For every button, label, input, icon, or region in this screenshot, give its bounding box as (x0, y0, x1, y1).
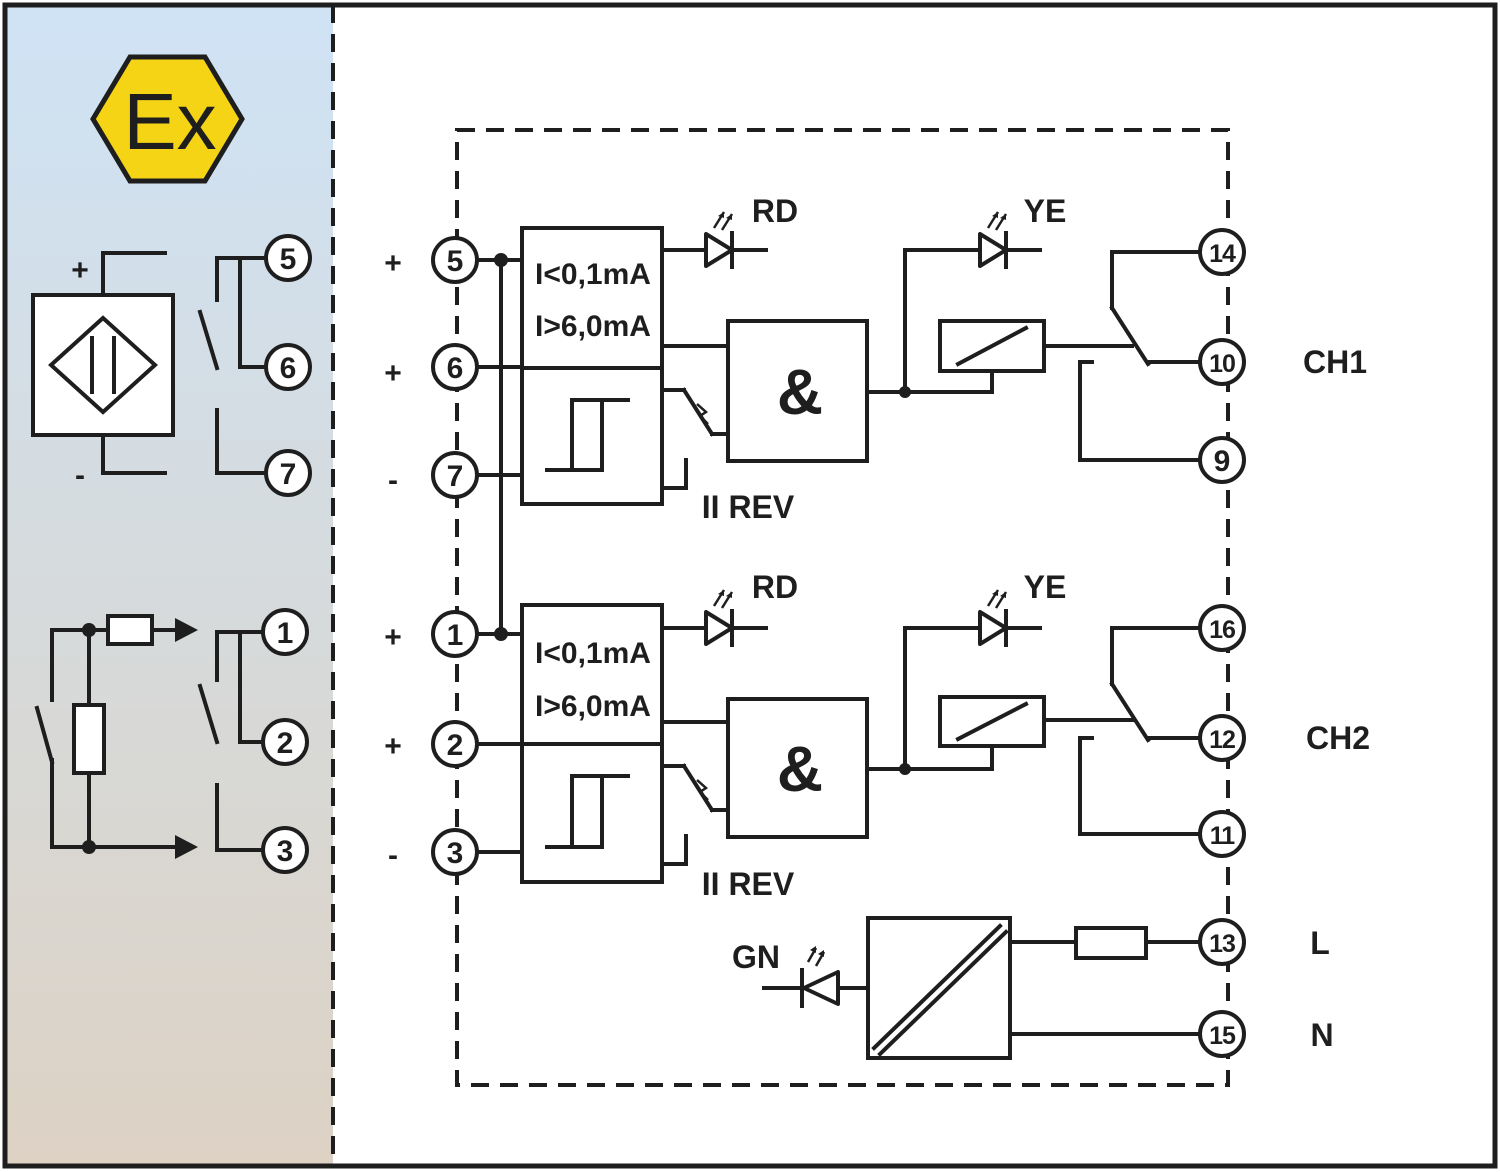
channel-label: CH2 (1306, 720, 1370, 756)
reverse-switch-label: II REV (702, 489, 795, 525)
sensor-plus-sign: + (71, 254, 89, 287)
field-sensor-upper: + - (31, 251, 267, 492)
arrow-icon (175, 618, 198, 642)
terminal[interactable] (264, 343, 312, 391)
led-label-ye: YE (1024, 193, 1067, 229)
current-monitor-block (520, 603, 664, 746)
terminal-number: 11 (1210, 822, 1236, 850)
terminal-number: 2 (277, 727, 294, 760)
terminal[interactable] (261, 826, 309, 874)
field-terminals-upper: 5 6 7 (264, 234, 312, 497)
led-label-ye: YE (1024, 569, 1067, 605)
field-sensor-lower (34, 614, 267, 859)
and-gate-symbol: & (777, 733, 823, 805)
terminal[interactable] (1198, 810, 1246, 858)
terminal-number: 14 (1209, 240, 1236, 268)
terminal[interactable] (1198, 1010, 1246, 1058)
input-sign: + (384, 621, 402, 654)
monitor-threshold-low: I<0,1mA (535, 258, 651, 291)
terminal-number: 13 (1209, 930, 1235, 958)
terminal[interactable] (261, 718, 309, 766)
terminal[interactable] (431, 720, 479, 768)
terminal-number: 16 (1209, 616, 1235, 644)
terminal-number: 6 (280, 352, 297, 385)
terminal[interactable] (264, 234, 312, 282)
arrow-icon (175, 835, 198, 859)
ex-logo: Ex (90, 54, 245, 184)
field-terminals-lower: 1 2 3 (261, 608, 309, 874)
terminal-number: 5 (447, 245, 464, 278)
led-label-rd: RD (752, 569, 798, 605)
input-sign: - (388, 464, 398, 497)
terminal[interactable] (431, 451, 479, 499)
terminal[interactable] (1198, 228, 1246, 276)
led-label-rd: RD (752, 193, 798, 229)
ex-logo-text: Ex (123, 77, 216, 166)
terminal-number: 3 (447, 837, 464, 870)
and-gate-symbol: & (777, 356, 823, 428)
device-input-terminals: 5 6 7 1 2 3 (431, 236, 479, 876)
monitor-threshold-high: I>6,0mA (535, 690, 651, 723)
terminal[interactable] (431, 610, 479, 658)
terminal-number: 5 (280, 243, 297, 276)
terminal[interactable] (431, 236, 479, 284)
resistor-icon (72, 703, 106, 775)
monitor-threshold-high: I>6,0mA (535, 310, 651, 343)
sensor-minus-sign: - (75, 459, 85, 492)
resistor-icon (106, 614, 154, 646)
input-sign: + (384, 357, 402, 390)
terminal-number: 7 (280, 458, 297, 491)
input-sign: + (384, 730, 402, 763)
power-supply-section: GN 13 15 L N (732, 916, 1334, 1060)
power-label-n: N (1310, 1017, 1333, 1053)
reverse-switch-label: II REV (702, 866, 795, 902)
input-sign: + (384, 247, 402, 280)
hazardous-area-zone (5, 5, 333, 1166)
terminal[interactable] (264, 449, 312, 497)
terminal-number: 9 (1214, 445, 1231, 478)
input-signs: + + - + + - (384, 247, 402, 872)
channel-1: I<0,1mA I>6,0mA RD II REV & YE (475, 193, 1367, 525)
channel-2: I<0,1mA I>6,0mA RD II REV & YE (475, 569, 1370, 902)
terminal[interactable] (1198, 918, 1246, 966)
led-icon (802, 970, 840, 1006)
terminal-number: 15 (1209, 1022, 1236, 1050)
terminal[interactable] (431, 828, 479, 876)
and-gate (726, 697, 869, 839)
power-label-l: L (1310, 925, 1330, 961)
input-sign: - (388, 839, 398, 872)
terminal[interactable] (1198, 604, 1246, 652)
terminal-number: 2 (447, 729, 464, 762)
current-monitor-block (520, 226, 664, 370)
terminal-number: 6 (447, 352, 464, 385)
explosion-protection-hexagon-icon (90, 54, 245, 184)
terminal-number: 1 (447, 619, 464, 652)
terminal[interactable] (261, 608, 309, 656)
schmitt-trigger-block (520, 742, 664, 884)
schmitt-trigger-block (520, 366, 664, 506)
led-label-gn: GN (732, 939, 780, 975)
terminal-number: 12 (1209, 726, 1235, 754)
terminal[interactable] (1198, 436, 1246, 484)
terminal[interactable] (431, 343, 479, 391)
terminal-number: 3 (277, 835, 294, 868)
fuse-icon (1074, 926, 1148, 960)
channel-label: CH1 (1303, 344, 1367, 380)
terminal[interactable] (1198, 714, 1246, 762)
terminal-number: 1 (277, 617, 294, 650)
monitor-threshold-low: I<0,1mA (535, 637, 651, 670)
terminal-number: 7 (447, 460, 464, 493)
terminal-number: 10 (1209, 350, 1235, 378)
terminal[interactable] (1198, 338, 1246, 386)
